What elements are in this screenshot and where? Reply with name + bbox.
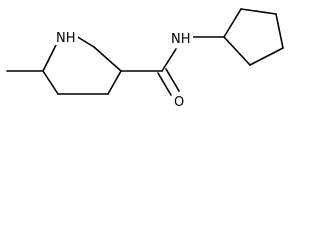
molecule-canvas: NH NH O bbox=[0, 0, 287, 113]
bond-carbonyl-o-1 bbox=[157, 72, 172, 96]
bond-c2-c3 bbox=[93, 46, 122, 72]
carbonyl-oxygen-mask bbox=[173, 93, 185, 109]
carboxamide-group bbox=[120, 36, 225, 96]
amide-nitrogen-mask bbox=[169, 31, 193, 47]
bond-n1-c2 bbox=[75, 35, 95, 48]
cyclopentane-ring bbox=[223, 8, 284, 66]
bond-c3-c4 bbox=[107, 70, 122, 95]
piperidine-ring bbox=[42, 35, 122, 95]
bond-c6-n1 bbox=[42, 44, 57, 72]
bond-carbonyl-o-2 bbox=[165, 68, 180, 92]
bond-cp-4 bbox=[249, 47, 284, 66]
ring-nitrogen-label: NH bbox=[56, 31, 76, 46]
bond-cp-3 bbox=[275, 13, 284, 49]
carbonyl-oxygen-label: O bbox=[174, 95, 184, 110]
bond-cp-1 bbox=[223, 8, 242, 38]
ring-nitrogen-mask bbox=[54, 29, 78, 45]
bond-cp-5 bbox=[223, 36, 251, 66]
molecule-drawing: NH NH O bbox=[6, 8, 284, 110]
bond-cp-2 bbox=[240, 8, 277, 15]
bond-carbonyl-n bbox=[161, 48, 177, 72]
amide-nitrogen-label: NH bbox=[171, 32, 191, 47]
bond-c5-c6 bbox=[42, 70, 59, 95]
